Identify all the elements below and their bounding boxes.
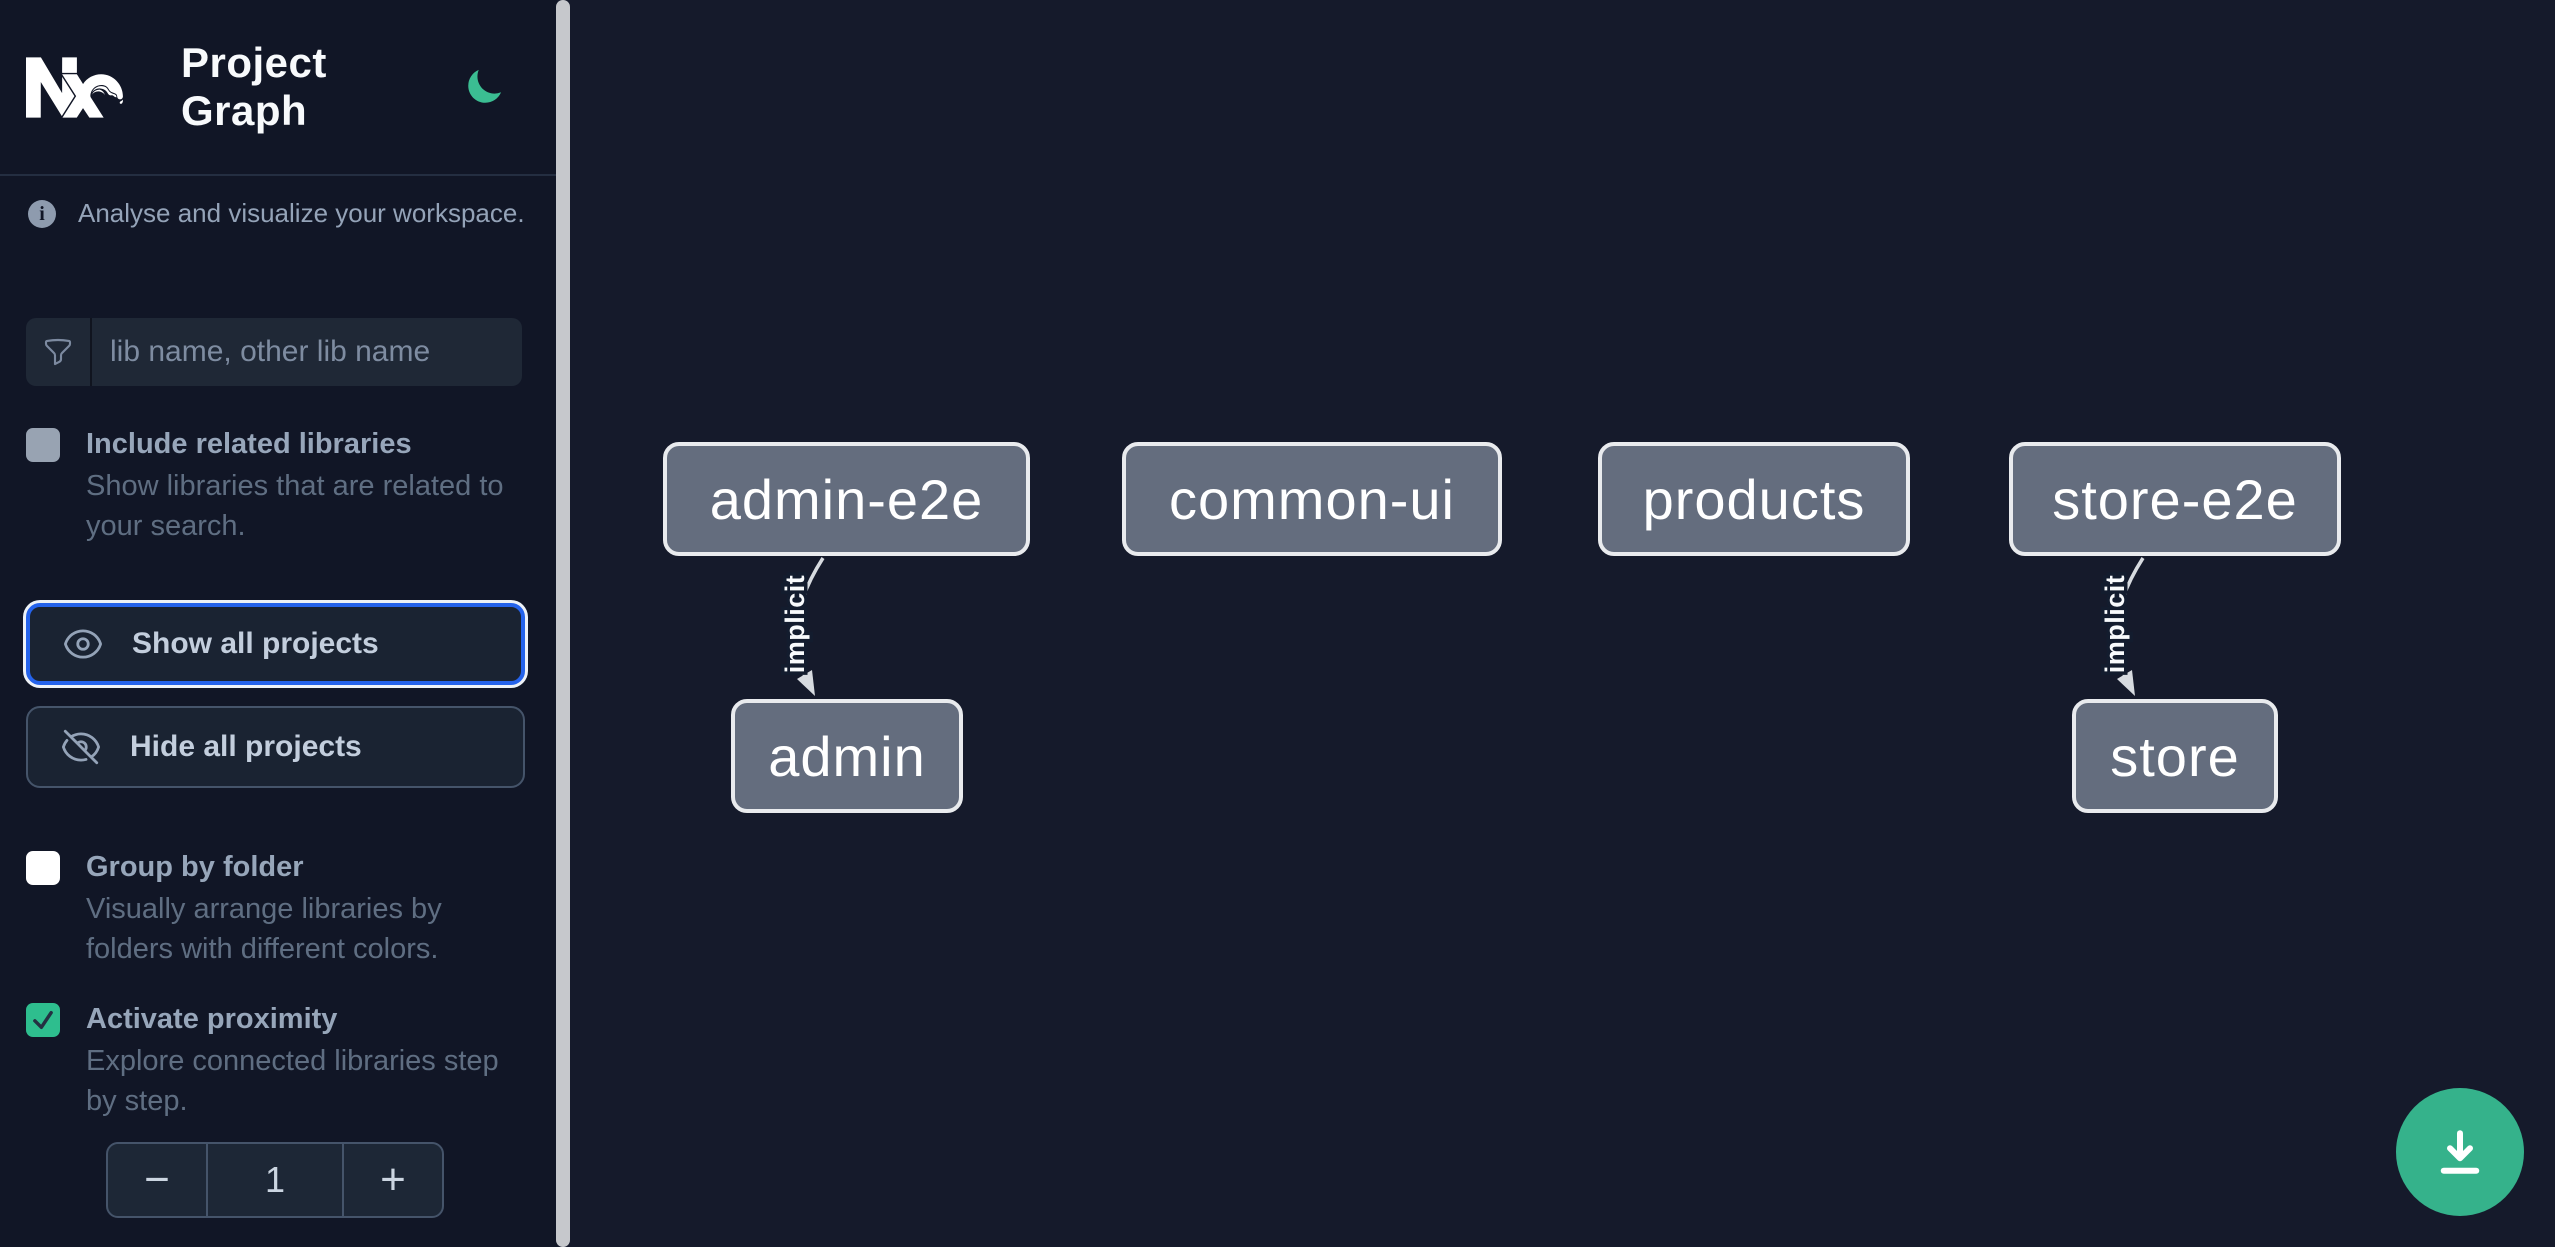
- info-icon: i: [28, 199, 56, 228]
- project-node-store[interactable]: store: [2072, 699, 2278, 813]
- graph-canvas[interactable]: implicit implicit admin-e2e common-ui pr…: [570, 0, 2555, 1247]
- search-box: [26, 318, 522, 386]
- edge-label-implicit: implicit: [2100, 575, 2130, 674]
- edge-label-implicit: implicit: [780, 575, 810, 674]
- option-description: Explore connected libraries step by step…: [86, 1045, 499, 1117]
- edge-store-e2e-store: [2114, 557, 2145, 683]
- arrowhead-admin: [797, 670, 815, 696]
- download-graph-button[interactable]: [2396, 1088, 2524, 1216]
- check-icon: [33, 1010, 53, 1030]
- stepper-increment-button[interactable]: +: [344, 1144, 442, 1216]
- theme-toggle-button[interactable]: [457, 59, 511, 115]
- moon-icon: [468, 69, 501, 103]
- sidebar-resize-handle[interactable]: [556, 0, 570, 1247]
- eye-slash-icon: [61, 729, 101, 765]
- option-label: Include related libraries: [86, 428, 412, 460]
- nx-logo: [26, 56, 123, 118]
- search-input[interactable]: [92, 318, 522, 386]
- option-label: Activate proximity: [86, 1003, 338, 1035]
- proximity-depth-stepper: − 1 +: [106, 1142, 444, 1218]
- edges-layer: implicit implicit: [777, 557, 2145, 696]
- checkbox-group-by-folder[interactable]: [26, 851, 60, 885]
- show-all-projects-button[interactable]: Show all projects: [26, 603, 525, 685]
- project-node-common-ui[interactable]: common-ui: [1122, 442, 1502, 556]
- option-description: Show libraries that are related to your …: [86, 470, 504, 542]
- workspace-tagline: i Analyse and visualize your workspace.: [28, 198, 525, 229]
- option-description: Visually arrange libraries by folders wi…: [86, 893, 442, 965]
- checkbox-include-related[interactable]: [26, 428, 60, 462]
- stepper-decrement-button[interactable]: −: [108, 1144, 206, 1216]
- option-label: Group by folder: [86, 851, 304, 883]
- stepper-value[interactable]: 1: [206, 1144, 344, 1216]
- option-include-related-libraries[interactable]: Include related libraries Show libraries…: [26, 426, 531, 546]
- sidebar: Project Graph i Analyse and visualize yo…: [0, 0, 557, 1247]
- show-all-projects-label: Show all projects: [132, 627, 379, 660]
- download-icon: [2440, 1130, 2480, 1174]
- tagline-text: Analyse and visualize your workspace.: [78, 198, 525, 228]
- funnel-icon: [26, 318, 92, 386]
- sidebar-header: Project Graph: [0, 0, 557, 176]
- project-node-store-e2e[interactable]: store-e2e: [2009, 442, 2341, 556]
- project-node-admin[interactable]: admin: [731, 699, 963, 813]
- eye-icon: [64, 629, 102, 659]
- option-activate-proximity[interactable]: Activate proximity Explore connected lib…: [26, 1001, 531, 1121]
- checkbox-activate-proximity[interactable]: [26, 1003, 60, 1037]
- project-node-admin-e2e[interactable]: admin-e2e: [663, 442, 1030, 556]
- option-group-by-folder[interactable]: Group by folder Visually arrange librari…: [26, 849, 531, 969]
- edge-admin-e2e-admin: [794, 557, 825, 683]
- project-node-products[interactable]: products: [1598, 442, 1910, 556]
- arrowhead-store: [2117, 670, 2135, 696]
- hide-all-projects-button[interactable]: Hide all projects: [26, 706, 525, 788]
- hide-all-projects-label: Hide all projects: [130, 730, 362, 763]
- page-title: Project Graph: [181, 39, 327, 134]
